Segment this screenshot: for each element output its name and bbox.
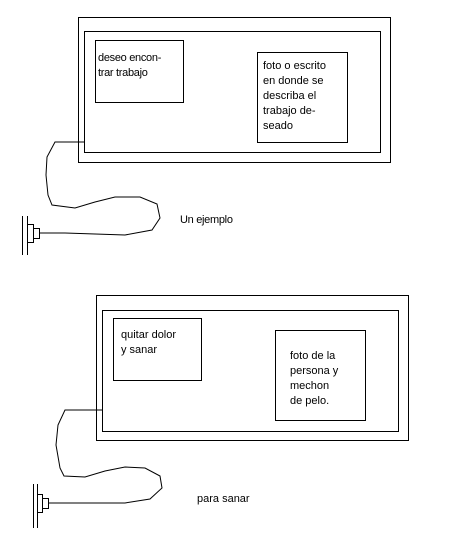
right-box-label-1: foto o escrito en donde se describa el t… (263, 60, 326, 132)
cable-2 (48, 409, 163, 504)
left-box-label-2: quitar dolor y sanar (121, 329, 177, 356)
plug-icon-1 (22, 216, 40, 255)
outer-frame-2 (96, 295, 409, 441)
diagram-2 (33, 295, 409, 528)
inner-frame-2 (102, 310, 399, 432)
caption-2: para sanar (197, 493, 250, 505)
left-box-label-1: deseo encon- trar trabajo (98, 52, 162, 79)
plug-icon-2 (33, 484, 49, 528)
text-box-left-2 (113, 318, 202, 381)
right-box-label-2: foto de la persona y mechon de pelo. (290, 350, 339, 407)
inner-frame-1 (84, 31, 381, 153)
text-box-right-2 (275, 330, 366, 421)
caption-1: Un ejemplo (180, 214, 233, 226)
diagram-1 (22, 17, 391, 255)
text-box-right-1 (257, 52, 348, 143)
cable-1 (40, 141, 161, 236)
outer-frame-1 (78, 17, 391, 163)
text-box-left-1 (95, 40, 184, 103)
